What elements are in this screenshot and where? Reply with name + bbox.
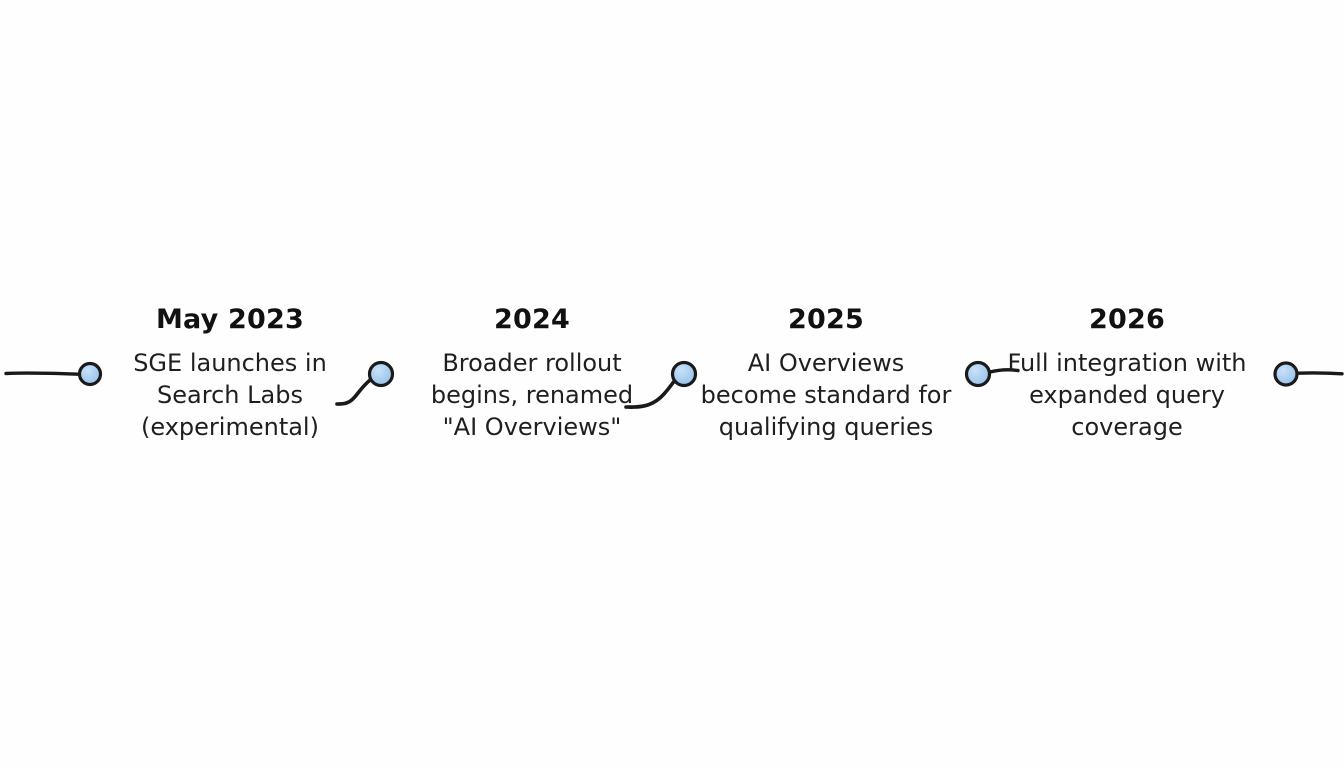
event-description-line: SGE launches in (133, 349, 327, 377)
event-description-line: coverage (1071, 413, 1183, 441)
event-description-line: Search Labs (157, 381, 303, 409)
timeline-event-may-2023: May 2023 SGE launches in Search Labs (ex… (113, 306, 347, 443)
event-year-label: 2025 (788, 304, 864, 335)
timeline-event-2024: 2024 Broader rollout begins, renamed "AI… (420, 306, 644, 443)
event-description-line: Broader rollout (442, 349, 622, 377)
event-year-label: May 2023 (155, 304, 304, 335)
event-description-line: expanded query (1029, 381, 1225, 409)
event-description-line: begins, renamed (430, 381, 634, 409)
event-description: Broader rollout begins, renamed "AI Over… (420, 347, 644, 443)
event-year-label: 2024 (494, 304, 570, 335)
event-description-line: become standard for (700, 381, 952, 409)
event-description-line: (experimental) (141, 413, 319, 441)
event-description-line: qualifying queries (718, 413, 934, 441)
event-description-line: "AI Overviews" (442, 413, 622, 441)
event-description-line: Full integration with (1007, 349, 1247, 377)
event-description: SGE launches in Search Labs (experimenta… (113, 347, 347, 443)
event-year-label: 2026 (1089, 304, 1165, 335)
timeline-event-2026: 2026 Full integration with expanded quer… (998, 306, 1256, 443)
event-description: Full integration with expanded query cov… (998, 347, 1256, 443)
timeline-event-2025: 2025 AI Overviews become standard for qu… (692, 306, 960, 443)
event-description-line: AI Overviews (747, 349, 905, 377)
event-description: AI Overviews become standard for qualify… (692, 347, 960, 443)
